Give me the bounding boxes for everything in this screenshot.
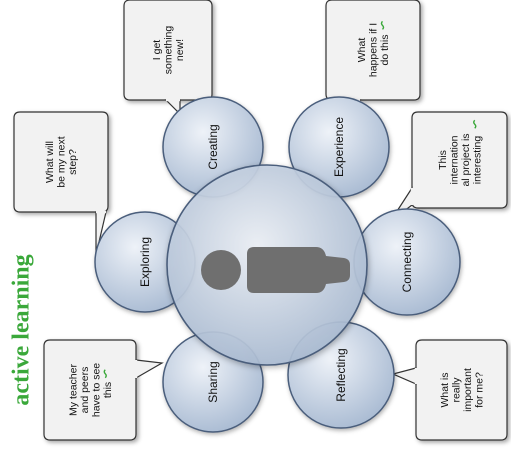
callout-text-exploring: What willbe my nextstep? — [44, 136, 79, 187]
hub-layer — [166, 164, 368, 366]
bubble-label-exploring: Exploring — [138, 237, 152, 287]
squiggle-mark-sharing — [103, 369, 107, 379]
callout-pointer-reflecting — [391, 367, 417, 385]
bubble-label-creating: Creating — [206, 124, 220, 169]
callout-exploring: What willbe my nextstep? — [13, 111, 109, 256]
callout-experience: Whathappens if Ido this — [325, 0, 421, 114]
callout-text-reflecting: What isreallyimportantfor me? — [439, 368, 486, 412]
callout-connecting: Thisinternational project isinteresting — [389, 111, 508, 223]
squiggle-mark-experience — [380, 20, 385, 30]
diagram-title: active learning — [8, 254, 35, 406]
bubble-label-reflecting: Reflecting — [334, 348, 348, 401]
callout-box-sharing — [43, 339, 137, 441]
person-icon — [201, 247, 350, 293]
callout-creating: I getsomethingnew! — [123, 0, 213, 116]
callout-reflecting: What isreallyimportantfor me? — [391, 339, 508, 441]
squiggle-mark-connecting — [473, 119, 477, 129]
bubble-label-experience: Experience — [332, 117, 346, 177]
bubble-label-sharing: Sharing — [206, 361, 220, 402]
callout-box-experience — [325, 0, 421, 101]
callout-text-experience: Whathappens if Ido this — [356, 23, 391, 77]
callout-text-creating: I getsomethingnew! — [151, 26, 186, 75]
callout-text-connecting: Thisinternational project isinteresting — [437, 133, 484, 186]
bubble-label-connecting: Connecting — [400, 232, 414, 293]
callout-pointer-sharing — [135, 359, 164, 380]
callout-sharing: My teacherand peershave to seethis — [43, 339, 164, 441]
callout-text-sharing: My teacherand peershave to seethis — [67, 363, 114, 417]
callout-box-reflecting — [415, 339, 508, 441]
callout-layer: I getsomethingnew! Whathappens if Ido thi… — [13, 0, 508, 441]
callout-box-connecting — [411, 111, 508, 209]
